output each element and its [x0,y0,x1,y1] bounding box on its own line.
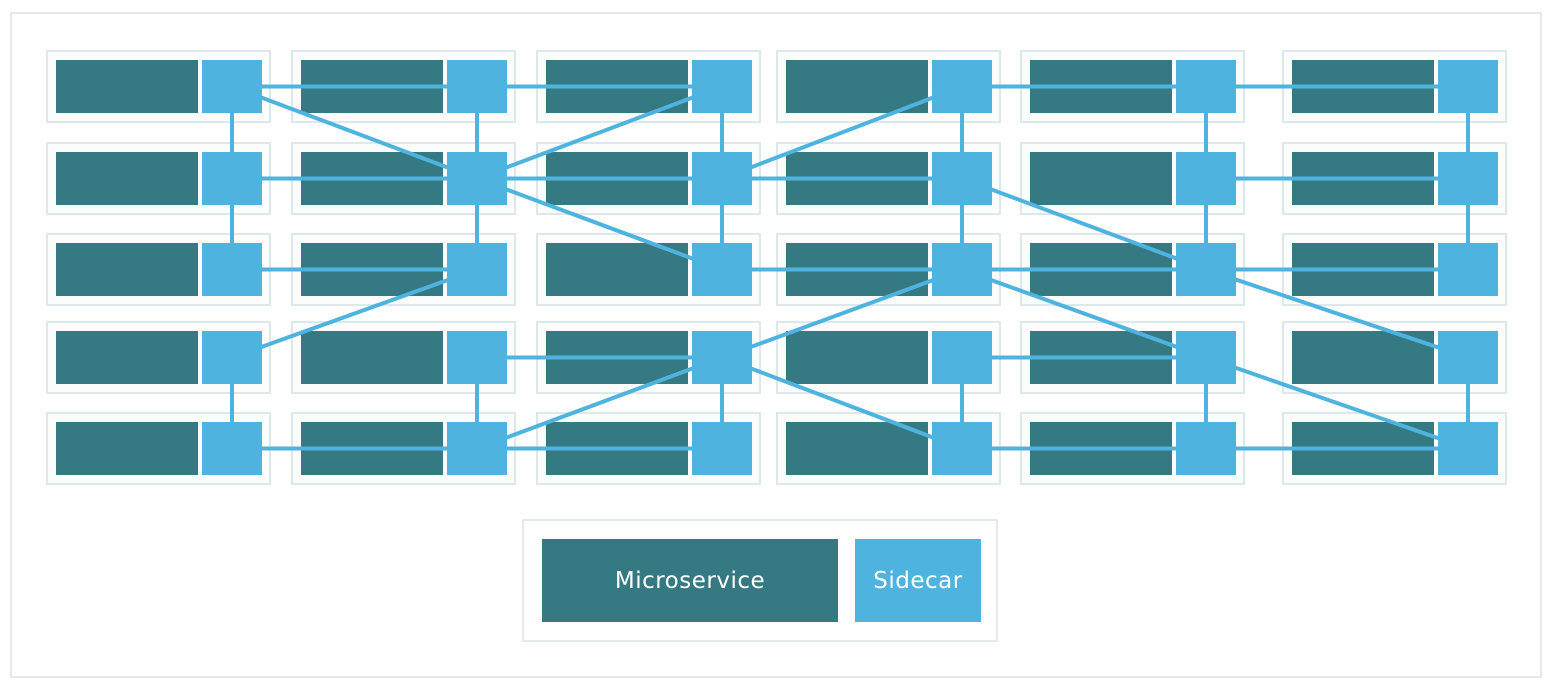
legend-microservice-swatch: Microservice [542,539,838,622]
sidecar-4-4 [1176,422,1236,475]
sidecar-1-2 [447,243,507,296]
sidecar-4-0 [1176,60,1236,113]
legend-sidecar-swatch: Sidecar [855,539,981,622]
sidecar-0-0 [202,60,262,113]
sidecar-3-0 [932,60,992,113]
sidecar-4-3 [1176,331,1236,384]
mesh-link-42 [719,266,965,361]
microservice-0-3 [56,331,198,384]
sidecar-1-1 [447,152,507,205]
microservice-3-4 [786,422,928,475]
mesh-link-37 [474,83,725,182]
sidecar-0-4 [202,422,262,475]
sidecar-2-4 [692,422,752,475]
sidecar-2-0 [692,60,752,113]
sidecar-0-1 [202,152,262,205]
sidecar-5-0 [1438,60,1498,113]
sidecar-4-1 [1176,152,1236,205]
sidecar-4-2 [1176,243,1236,296]
legend-sidecar-label: Sidecar [873,567,963,594]
microservice-0-0 [56,60,198,113]
microservice-0-2 [56,243,198,296]
sidecar-5-1 [1438,152,1498,205]
sidecar-5-3 [1438,331,1498,384]
mesh-link-38 [474,175,725,273]
sidecar-1-3 [447,331,507,384]
sidecar-0-2 [202,243,262,296]
microservice-3-3 [786,331,928,384]
mesh-link-36 [229,83,480,182]
mesh-link-45 [474,354,725,452]
sidecar-1-0 [447,60,507,113]
sidecar-0-3 [202,331,262,384]
sidecar-3-2 [932,243,992,296]
legend-microservice-label: Microservice [614,567,766,594]
microservice-2-2 [546,243,688,296]
microservice-0-4 [56,422,198,475]
microservice-4-1 [1030,152,1172,205]
mesh-link-43 [959,266,1209,361]
sidecar-1-4 [447,422,507,475]
sidecar-2-1 [692,152,752,205]
sidecar-3-4 [932,422,992,475]
mesh-link-41 [1203,266,1471,361]
microservice-0-1 [56,152,198,205]
mesh-link-46 [229,266,480,361]
mesh-link-39 [719,83,965,182]
sidecar-3-1 [932,152,992,205]
legend: Microservice Sidecar [522,519,998,642]
sidecar-2-3 [692,331,752,384]
sidecar-5-4 [1438,422,1498,475]
sidecar-3-3 [932,331,992,384]
sidecar-2-2 [692,243,752,296]
sidecar-5-2 [1438,243,1498,296]
mesh-link-47 [1203,354,1471,452]
microservice-3-0 [786,60,928,113]
mesh-link-44 [719,354,965,452]
microservice-1-3 [301,331,443,384]
mesh-link-40 [959,175,1209,273]
